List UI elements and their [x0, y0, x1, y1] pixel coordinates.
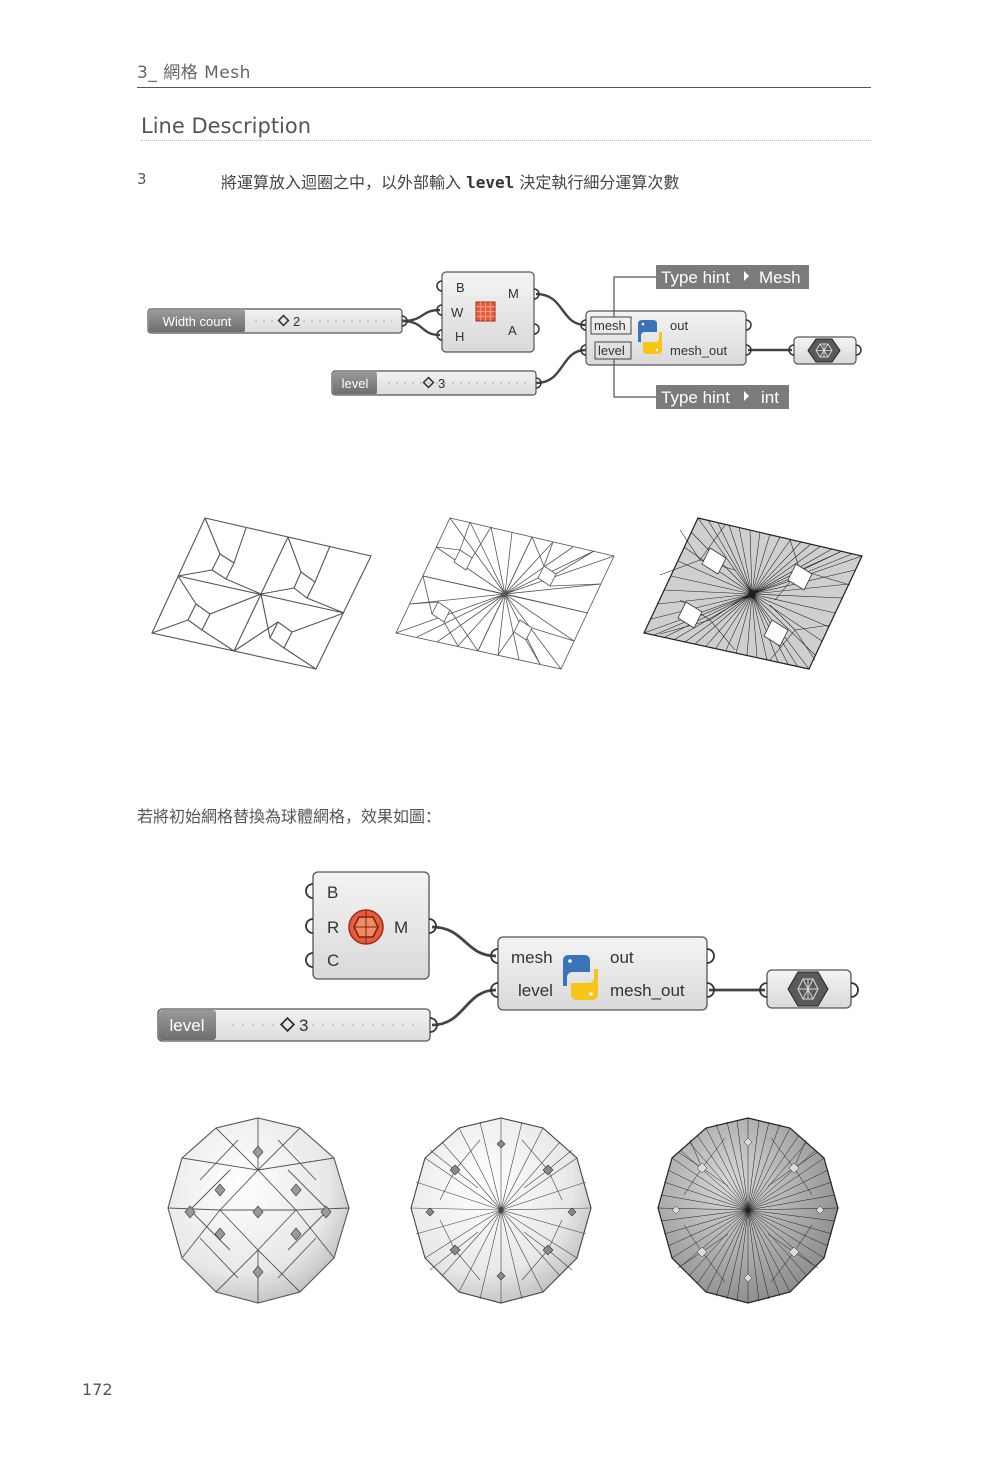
width-slider-value: 2 [293, 314, 300, 329]
input-level: level [598, 343, 625, 358]
type-hint-label: Type hint [661, 268, 730, 287]
mesh-sphere-icon [349, 910, 383, 944]
input-c: C [327, 951, 339, 970]
level-slider-value: 3 [438, 376, 445, 391]
level-slider-label: level [170, 1016, 205, 1035]
flat-mesh-level-2 [396, 518, 614, 669]
output-out: out [670, 318, 688, 333]
flat-mesh-level-1 [152, 518, 371, 669]
flat-mesh-illustrations [0, 500, 997, 690]
input-w: W [451, 305, 464, 320]
level-slider-2[interactable]: level 3 [158, 1009, 437, 1041]
page-number: 172 [82, 1380, 113, 1399]
grasshopper-diagram-1: Width count 2 level 3 B W H M A [0, 0, 997, 440]
level-slider-label: level [342, 376, 369, 391]
input-r: R [327, 918, 339, 937]
type-hint-int-callout: Type hint int [614, 359, 789, 409]
output-m: M [508, 286, 519, 301]
mesh-plane-component[interactable]: B W H M A [437, 272, 539, 352]
sphere-mesh-level-3 [658, 1118, 838, 1303]
python-component-1[interactable]: mesh level out mesh_out [581, 311, 751, 365]
type-hint-label: Type hint [661, 388, 730, 407]
grasshopper-diagram-2: B R C M mesh level out mesh_out level [0, 860, 997, 1060]
mesh-param-component-2[interactable] [760, 970, 858, 1008]
input-mesh: mesh [511, 948, 553, 967]
input-b: B [327, 883, 338, 902]
python-component-2[interactable]: mesh level out mesh_out [491, 937, 714, 1010]
output-m: M [394, 918, 408, 937]
sphere-mesh-level-2 [411, 1118, 591, 1303]
output-a: A [508, 323, 517, 338]
width-slider-label: Width count [163, 314, 232, 329]
caption-sphere: 若將初始網格替換為球體網格，效果如圖： [137, 803, 441, 827]
output-mesh-out: mesh_out [670, 343, 727, 358]
type-hint-value-mesh: Mesh [759, 268, 801, 287]
mesh-sphere-component[interactable]: B R C M [306, 872, 436, 979]
type-hint-value-int: int [761, 388, 779, 407]
output-mesh-out: mesh_out [610, 981, 685, 1000]
type-hint-mesh-callout: Type hint Mesh [614, 265, 809, 317]
sphere-mesh-level-1 [168, 1118, 349, 1303]
mesh-plane-icon [476, 302, 495, 321]
input-level: level [518, 981, 553, 1000]
output-out: out [610, 948, 634, 967]
flat-mesh-level-3 [644, 518, 862, 669]
level-slider-1[interactable]: level 3 [332, 371, 541, 395]
width-count-slider[interactable]: Width count 2 [148, 309, 407, 333]
sphere-mesh-illustrations [0, 1110, 997, 1310]
input-mesh: mesh [594, 318, 626, 333]
input-b: B [456, 280, 465, 295]
mesh-param-component-1[interactable] [789, 337, 861, 364]
level-slider-value: 3 [299, 1016, 308, 1035]
input-h: H [455, 329, 464, 344]
